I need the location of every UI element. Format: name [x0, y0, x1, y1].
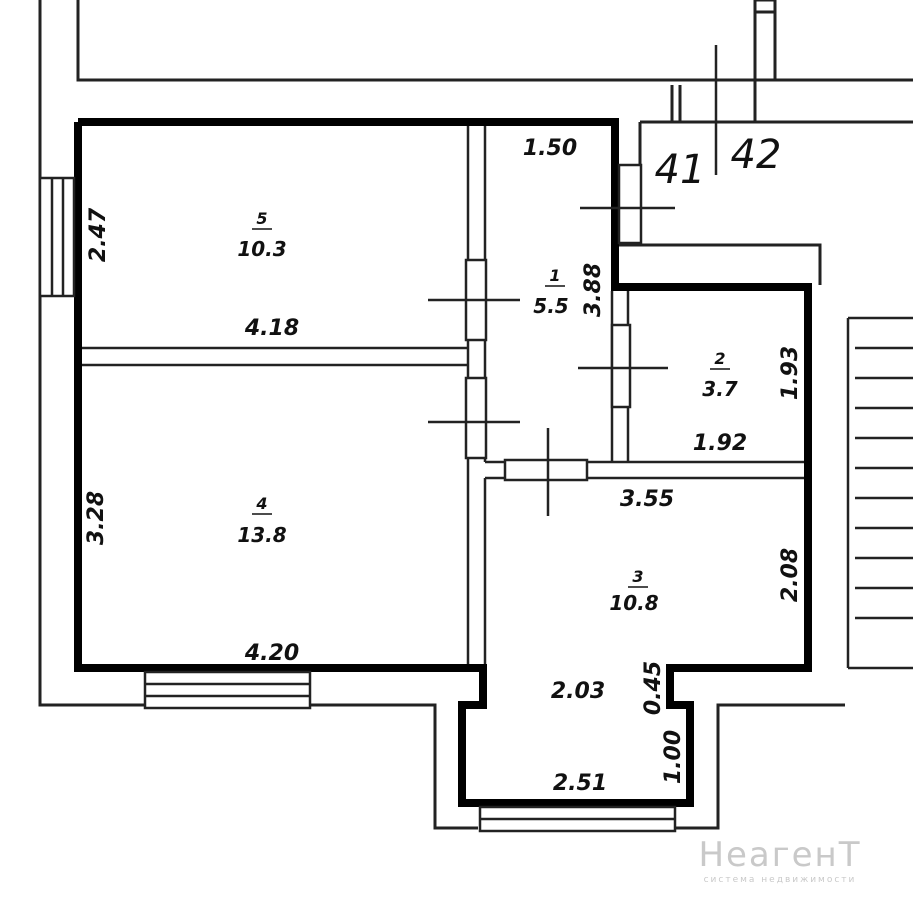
room-3-number: 3	[632, 567, 643, 586]
room-2-number: 2	[714, 349, 725, 368]
watermark-brand: НеагенТ	[698, 835, 861, 875]
door-room4	[464, 376, 488, 460]
dim-193: 1.93	[778, 346, 803, 400]
dim-045: 0.45	[641, 661, 666, 715]
apartment-41-label: 41	[655, 147, 706, 193]
staircase	[846, 316, 913, 670]
room-1-area: 5.5	[533, 294, 568, 318]
apartment-numbers: 41 42	[655, 132, 782, 193]
interior-partitions	[82, 126, 804, 664]
door-room2	[610, 323, 632, 409]
room-5-number: 5	[256, 209, 267, 228]
dimension-labels: 1.50 2.47 4.18 3.88 1.93 1.92 3.55 3.28 …	[84, 136, 803, 796]
stair-details	[670, 0, 777, 122]
dim-150: 1.50	[523, 136, 577, 161]
apartment-42-label: 42	[731, 132, 782, 178]
window-entry	[617, 163, 643, 245]
dim-247: 2.47	[86, 207, 111, 262]
room-labels: 5 10.3 1 5.5 2 3.7 4 13.8 3 10.8	[237, 209, 737, 615]
dim-388: 3.88	[581, 263, 606, 317]
room-1-number: 1	[549, 266, 560, 285]
dim-328: 3.28	[84, 491, 109, 545]
dim-418: 4.18	[244, 316, 299, 341]
dim-203: 2.03	[551, 679, 605, 704]
door-room3	[503, 458, 589, 482]
room-5-area: 10.3	[237, 237, 286, 261]
room-4-number: 4	[255, 494, 267, 513]
dim-355: 3.55	[620, 487, 674, 512]
dim-208: 2.08	[778, 548, 803, 602]
dim-192: 1.92	[693, 431, 747, 456]
window-left	[38, 176, 76, 298]
dim-251: 2.51	[553, 771, 607, 796]
windows	[38, 163, 677, 833]
room-4-area: 13.8	[237, 523, 286, 547]
doors	[428, 45, 718, 516]
dim-100: 1.00	[661, 730, 686, 784]
room-3-area: 10.8	[609, 591, 658, 615]
apartment-walls	[74, 118, 812, 807]
watermark-tagline: система недвижимости	[704, 875, 857, 885]
window-bottom	[143, 670, 312, 710]
watermark: НеагенТ система недвижимости	[698, 835, 861, 885]
dim-420: 4.20	[244, 641, 299, 666]
room-2-area: 3.7	[702, 377, 738, 401]
